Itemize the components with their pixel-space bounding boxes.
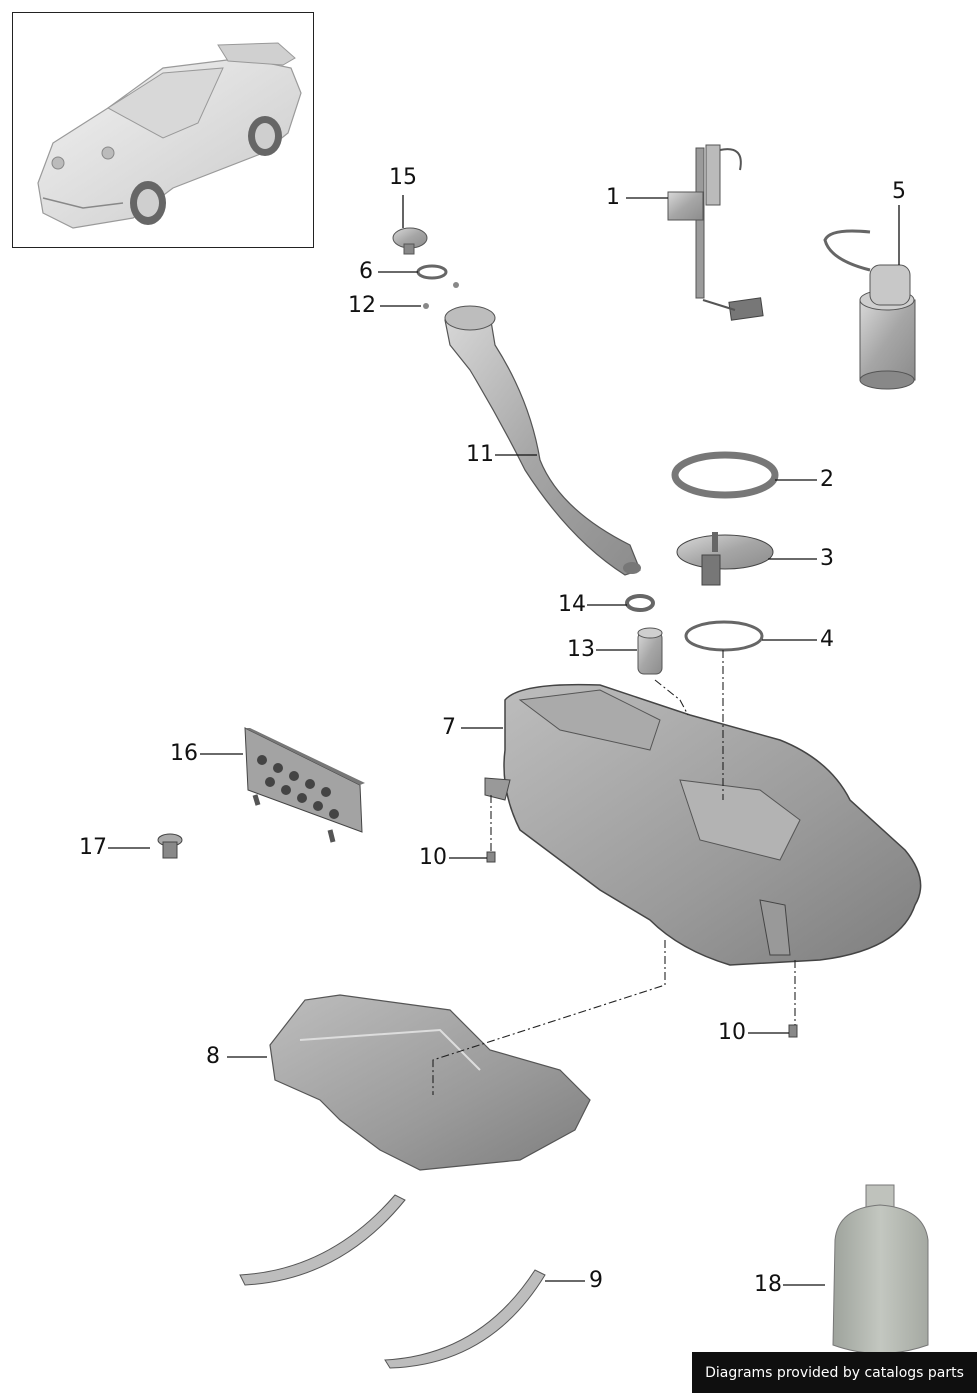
vehicle-thumbnail bbox=[12, 12, 314, 248]
callout-9[interactable]: 9 bbox=[589, 1268, 603, 1293]
part-13-hose bbox=[637, 627, 663, 675]
callout-10-a[interactable]: 10 bbox=[419, 845, 447, 870]
part-3-flange bbox=[676, 532, 774, 586]
part-5-fuel-pump bbox=[823, 229, 916, 390]
callout-17[interactable]: 17 bbox=[79, 835, 107, 860]
footer-credit-text: Diagrams provided by catalogs parts bbox=[705, 1364, 964, 1381]
callout-11[interactable]: 11 bbox=[466, 442, 494, 467]
part-15-valve bbox=[392, 227, 428, 255]
callout-14[interactable]: 14 bbox=[558, 592, 586, 617]
part-4-seal bbox=[684, 620, 764, 652]
callout-12[interactable]: 12 bbox=[348, 293, 376, 318]
callout-7[interactable]: 7 bbox=[442, 715, 456, 740]
callout-6[interactable]: 6 bbox=[359, 259, 373, 284]
part-6-oring bbox=[416, 264, 448, 280]
part-2-gasket bbox=[671, 451, 779, 499]
part-18-bottle bbox=[832, 1184, 929, 1354]
callout-4[interactable]: 4 bbox=[820, 627, 834, 652]
part-8-heat-shield bbox=[269, 994, 591, 1171]
leader-lines bbox=[108, 195, 900, 1286]
callout-2[interactable]: 2 bbox=[820, 467, 834, 492]
part-16-bracket bbox=[244, 727, 365, 843]
part-10-bolts bbox=[486, 851, 798, 1038]
callout-16[interactable]: 16 bbox=[170, 741, 198, 766]
part-14-clamp bbox=[625, 594, 655, 612]
part-1-level-sender bbox=[667, 144, 764, 321]
part-17-bolt bbox=[157, 833, 183, 859]
callout-5[interactable]: 5 bbox=[892, 179, 906, 204]
footer-credit: Diagrams provided by catalogs parts bbox=[692, 1352, 977, 1393]
callout-3[interactable]: 3 bbox=[820, 546, 834, 571]
callout-15[interactable]: 15 bbox=[389, 165, 417, 190]
callout-18[interactable]: 18 bbox=[754, 1272, 782, 1297]
callout-8[interactable]: 8 bbox=[206, 1044, 220, 1069]
part-7-fuel-tank bbox=[484, 683, 922, 966]
car-icon bbox=[37, 42, 302, 229]
callout-13[interactable]: 13 bbox=[567, 637, 595, 662]
callout-1[interactable]: 1 bbox=[606, 185, 620, 210]
assembly-lines bbox=[432, 650, 796, 1095]
part-9-straps bbox=[239, 1194, 546, 1369]
callout-10-b[interactable]: 10 bbox=[718, 1020, 746, 1045]
part-12-screw bbox=[423, 282, 459, 309]
part-11-filler-neck bbox=[444, 305, 641, 576]
